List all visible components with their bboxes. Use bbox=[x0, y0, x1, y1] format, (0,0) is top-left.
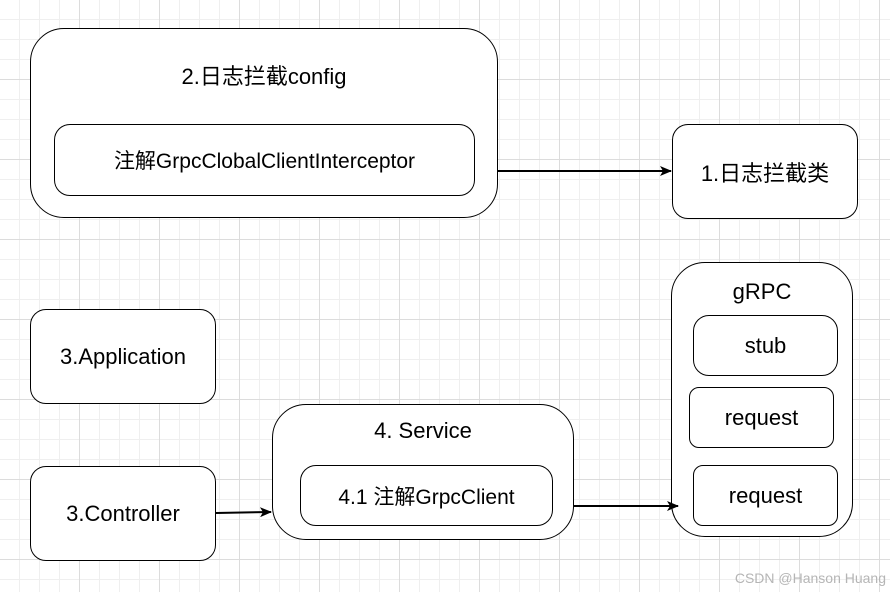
grpc-request-label-1: request bbox=[724, 404, 799, 430]
application-box: 3.Application bbox=[30, 309, 216, 404]
config-annotation-label: 注解GrpcClobalClientInterceptor bbox=[113, 150, 416, 173]
grpc-stub-box: stub bbox=[693, 315, 838, 376]
grpc-request-box-1: request bbox=[689, 387, 834, 448]
grpc-stub-label: stub bbox=[744, 332, 787, 358]
application-label: 3.Application bbox=[60, 343, 186, 369]
grpc-request-label-2: request bbox=[728, 482, 803, 508]
service-title: 4. Service bbox=[374, 418, 472, 443]
grpc-title: gRPC bbox=[732, 279, 792, 304]
log-interceptor-label: 1.日志拦截类 bbox=[700, 160, 830, 186]
controller-to-service-arrow bbox=[215, 507, 272, 518]
log-interceptor-box: 1.日志拦截类 bbox=[672, 124, 858, 219]
watermark: CSDN @Hanson Huang bbox=[734, 570, 886, 586]
service-annotation-label: 4.1 注解GrpcClient bbox=[338, 485, 515, 509]
config-title: 2.日志拦截config bbox=[181, 64, 347, 89]
controller-box: 3.Controller bbox=[30, 466, 216, 561]
config-annotation-box: 注解GrpcClobalClientInterceptor bbox=[54, 124, 475, 196]
service-annotation-box: 4.1 注解GrpcClient bbox=[300, 465, 553, 526]
config-container: 2.日志拦截config 注解GrpcClobalClientIntercept… bbox=[30, 28, 498, 218]
service-container: 4. Service 4.1 注解GrpcClient bbox=[272, 404, 574, 540]
controller-label: 3.Controller bbox=[66, 500, 180, 526]
grpc-request-box-2: request bbox=[693, 465, 838, 526]
grpc-container: gRPC stub request request bbox=[671, 262, 853, 537]
